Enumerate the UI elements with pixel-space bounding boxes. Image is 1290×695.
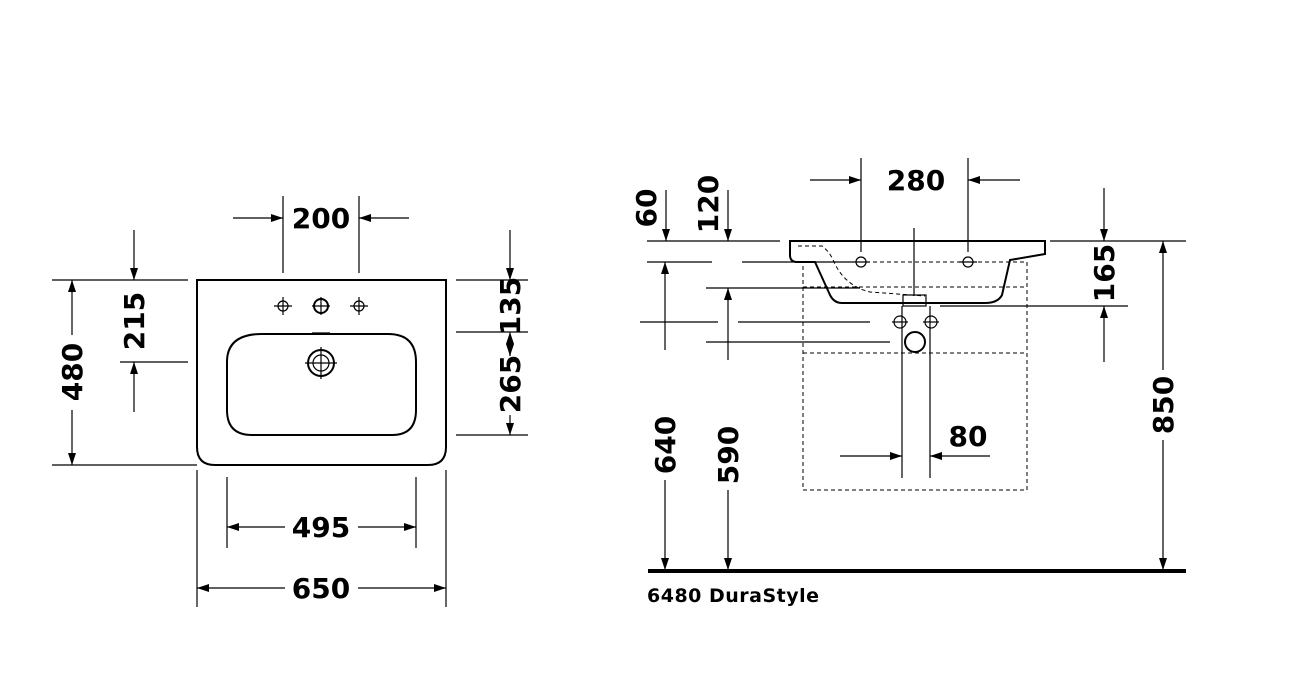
dim-waste-offset: 80 <box>840 420 990 460</box>
tap-hole-center <box>312 297 330 315</box>
dim-280-label: 280 <box>887 164 945 197</box>
dim-overall-width: 650 <box>196 470 447 607</box>
basin-outline <box>196 279 447 466</box>
dim-80-label: 80 <box>949 420 988 453</box>
dim-bowl-spacing: 280 <box>810 158 1020 252</box>
dim-495-label: 495 <box>292 511 350 544</box>
dim-rim-height: 850 <box>1147 241 1180 570</box>
dim-rim-left: 60 120 <box>630 175 852 263</box>
dim-200-label: 200 <box>292 202 350 235</box>
trap-connection-right <box>923 315 939 329</box>
dim-590-label: 590 <box>712 426 745 484</box>
dim-tap-from-back: 215 <box>118 230 188 412</box>
dim-640: 640 <box>649 262 682 570</box>
model-caption: 6480 DuraStyle <box>647 585 820 607</box>
vanity-unit-outline <box>802 261 1028 491</box>
dim-650-label: 650 <box>292 572 350 605</box>
top-view: 200 215 480 135 265 <box>52 196 528 607</box>
dim-60-label: 60 <box>630 189 663 228</box>
waste-outlet <box>305 347 337 379</box>
dim-tap-spacing: 200 <box>233 196 409 273</box>
dim-inner-width: 495 <box>226 477 417 548</box>
bowl-outline <box>226 333 417 436</box>
trap-outlet <box>904 331 926 353</box>
waste-pipe <box>902 294 927 307</box>
tap-hole-right <box>350 297 368 315</box>
dim-480-label: 480 <box>56 343 89 401</box>
dim-215-label: 215 <box>118 292 151 350</box>
dim-bowl-height: 165 <box>940 188 1186 362</box>
dim-depth: 480 <box>52 279 197 466</box>
dim-850-label: 850 <box>1147 376 1180 434</box>
dim-265-label: 265 <box>494 355 527 413</box>
dim-590: 590 <box>712 288 745 570</box>
dim-right-stack: 135 265 <box>456 230 528 436</box>
side-view: 280 60 120 640 590 <box>630 158 1186 573</box>
tap-hole-left <box>274 297 292 315</box>
dim-640-label: 640 <box>649 416 682 474</box>
dim-165-label: 165 <box>1088 244 1121 302</box>
dim-120-label: 120 <box>692 175 725 233</box>
trap-connection-left <box>892 315 908 329</box>
basin-profile <box>789 240 1046 304</box>
dim-135-label: 135 <box>494 277 527 335</box>
